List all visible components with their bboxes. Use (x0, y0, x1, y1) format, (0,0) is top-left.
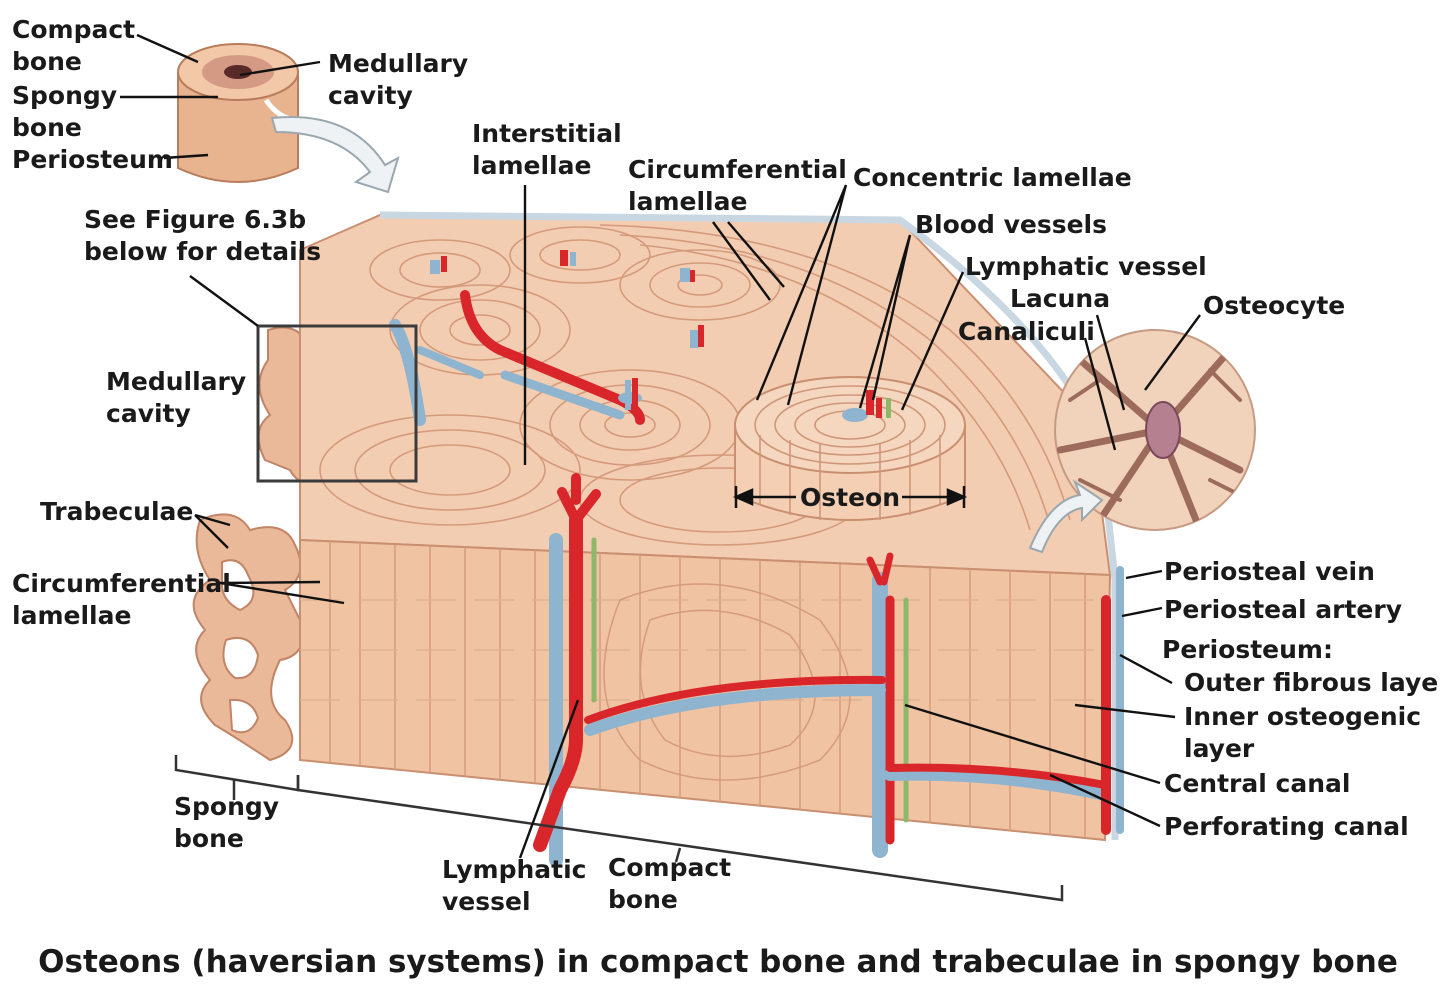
label-line: Perforating canal (1164, 812, 1409, 841)
label-circumferential-lamellae-left: Circumferential lamellae (12, 569, 231, 630)
label-line: Circumferential (628, 155, 847, 184)
label-inset-medullary-cavity: Medullary cavity (328, 49, 468, 110)
label-line: Compact (608, 853, 731, 882)
bottom-brackets (174, 755, 1064, 902)
label-outer-fibrous-layer: Outer fibrous layer (1184, 668, 1440, 697)
label-perforating-canal: Perforating canal (1164, 812, 1409, 841)
label-line: Interstitial (472, 119, 622, 148)
label-periosteal-artery: Periosteal artery (1164, 595, 1402, 624)
canal-openings (430, 250, 891, 422)
label-line: Blood vessels (915, 210, 1107, 239)
label-line: See Figure 6.3b (84, 205, 306, 234)
label-line: below for details (84, 237, 321, 266)
label-see-figure: See Figure 6.3b below for details (84, 205, 321, 266)
label-line: Lacuna (1010, 284, 1110, 313)
label-central-canal: Central canal (1164, 769, 1350, 798)
label-line: Osteon (800, 483, 900, 512)
label-line: lamellae (12, 601, 131, 630)
label-line: bone (12, 113, 82, 142)
label-medullary-cavity: Medullary cavity (106, 367, 246, 428)
label-line: Periosteal artery (1164, 595, 1402, 624)
bone-shaft-inset (177, 43, 299, 183)
label-lymphatic-vessel-bottom: Lymphatic vessel (442, 855, 586, 916)
label-line: cavity (106, 399, 191, 428)
label-line: lamellae (472, 151, 591, 180)
label-line: Periosteum: (1162, 635, 1333, 664)
label-line: Inner osteogenic (1184, 702, 1421, 731)
label-line: Lymphatic vessel (965, 252, 1207, 281)
label-periosteum-heading: Periosteum: (1162, 635, 1333, 664)
label-circumferential-lamellae-top: Circumferential lamellae (628, 155, 847, 216)
label-concentric-lamellae: Concentric lamellae (853, 163, 1132, 192)
label-trabeculae: Trabeculae (40, 497, 193, 526)
osteocyte-arrow (1028, 479, 1104, 554)
label-line: bone (174, 824, 244, 853)
label-line: Compact (12, 15, 135, 44)
label-line: layer (1184, 734, 1255, 763)
label-line: Medullary (328, 49, 468, 78)
label-compact-bone-bottom: Compact bone (608, 853, 731, 914)
label-line: bone (12, 47, 82, 76)
label-inset-periosteum: Periosteum (12, 145, 173, 174)
label-inset-spongy-bone: Spongy bone (12, 81, 117, 142)
label-line: Trabeculae (40, 497, 193, 526)
label-line: Central canal (1164, 769, 1350, 798)
spongy-bone-mass (192, 326, 399, 762)
label-blood-vessels: Blood vessels (915, 210, 1107, 239)
label-inner-osteogenic-layer: Inner osteogenic layer (1184, 702, 1421, 763)
figure-caption: Osteons (haversian systems) in compact b… (38, 944, 1398, 980)
detail-box (256, 324, 418, 483)
label-periosteal-vein: Periosteal vein (1164, 557, 1375, 586)
label-line: Circumferential (12, 569, 231, 598)
label-inset-compact-bone: Compact bone (12, 15, 135, 76)
osteon-dimension (732, 486, 968, 508)
label-line: Concentric lamellae (853, 163, 1132, 192)
label-line: Osteocyte (1203, 291, 1345, 320)
label-line: Spongy (12, 81, 117, 110)
label-line: cavity (328, 81, 413, 110)
label-line: Canaliculi (958, 317, 1095, 346)
label-line: lamellae (628, 187, 747, 216)
label-line: Lymphatic (442, 855, 586, 884)
label-lacuna: Lacuna (1010, 284, 1110, 313)
label-spongy-bone-bottom: Spongy bone (174, 792, 279, 853)
osteocyte-inset (1054, 329, 1256, 531)
label-line: vessel (442, 887, 531, 916)
label-line: bone (608, 885, 678, 914)
label-osteon: Osteon (800, 483, 900, 512)
leader-lines (120, 33, 1201, 859)
label-line: Periosteum (12, 145, 173, 174)
label-canaliculi: Canaliculi (958, 317, 1095, 346)
inset-arrow (270, 116, 400, 194)
label-line: Periosteal vein (1164, 557, 1375, 586)
label-lymphatic-vessel-top: Lymphatic vessel (965, 252, 1207, 281)
label-line: Spongy (174, 792, 279, 821)
label-line: Medullary (106, 367, 246, 396)
label-line: Outer fibrous layer (1184, 668, 1440, 697)
label-osteocyte: Osteocyte (1203, 291, 1345, 320)
label-interstitial-lamellae: Interstitial lamellae (472, 119, 622, 180)
compact-bone-block (299, 211, 1119, 842)
